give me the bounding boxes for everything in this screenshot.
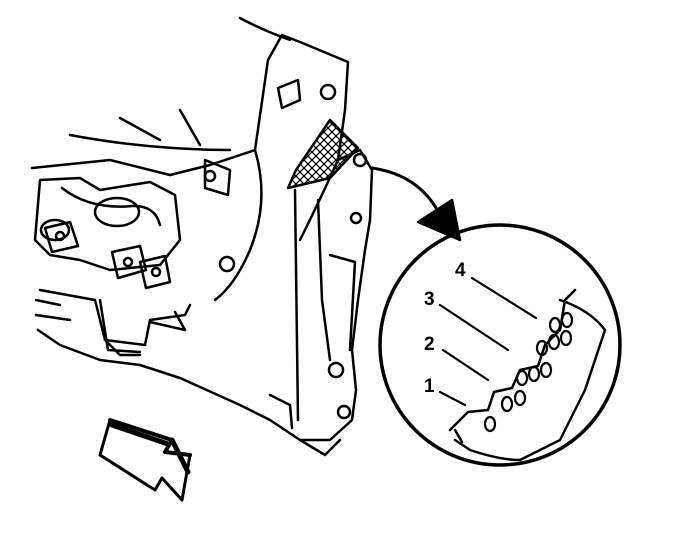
detail-magnifier xyxy=(378,223,622,467)
engine-block xyxy=(30,16,374,457)
crosshatch-region xyxy=(286,118,360,190)
callout-label-1: 1 xyxy=(424,376,435,397)
callout-labels: 1 2 3 4 xyxy=(424,260,466,397)
callout-label-4: 4 xyxy=(455,260,466,281)
callout-label-3: 3 xyxy=(424,289,435,310)
callout-label-2: 2 xyxy=(424,334,435,355)
direction-arrow-icon xyxy=(98,418,192,502)
callout-leaders xyxy=(438,276,538,407)
mounting-holes xyxy=(203,83,368,420)
exhaust-manifold xyxy=(33,176,192,357)
zoom-arrow-icon xyxy=(370,166,462,242)
stamp-marks xyxy=(483,311,574,433)
